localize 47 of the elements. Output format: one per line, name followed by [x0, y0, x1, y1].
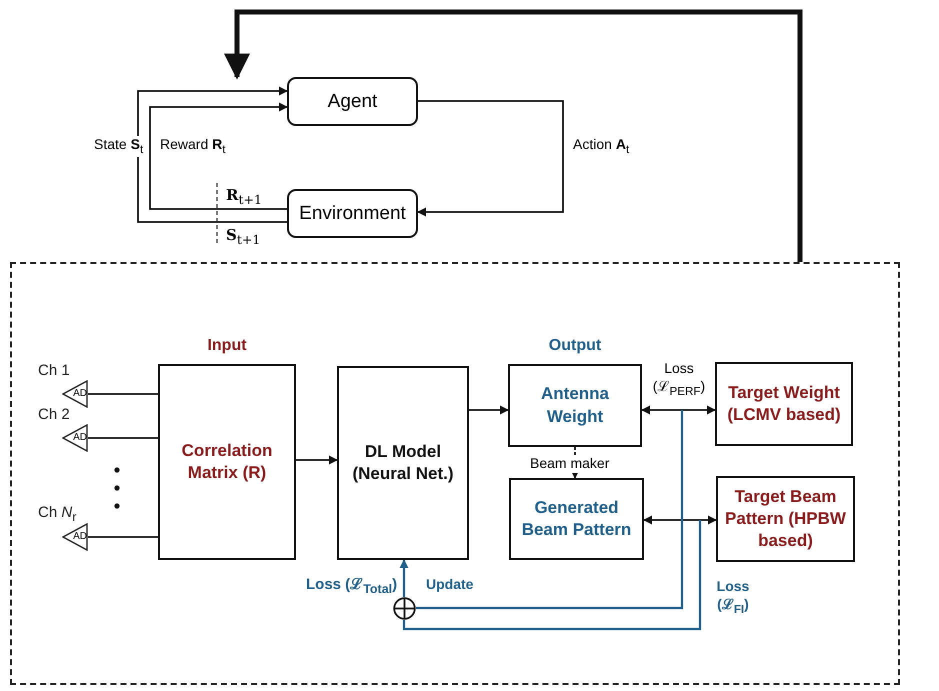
- arrow: [469, 406, 509, 414]
- converter-triangle: [62, 380, 88, 408]
- arrow: [296, 456, 338, 464]
- converter-label: AD: [73, 531, 87, 542]
- arrow: [641, 406, 716, 414]
- block-heading: Output: [548, 337, 602, 355]
- process-box: [287, 189, 418, 238]
- connector-line: [416, 410, 684, 610]
- arrow: [137, 86, 288, 223]
- signal-label: S$_{t+1}$: [226, 226, 260, 247]
- converter-triangle: [62, 523, 88, 551]
- edge-label: Update: [424, 576, 476, 594]
- connector-line: [88, 536, 158, 538]
- arrow: [149, 102, 288, 210]
- process-box: [287, 77, 418, 126]
- edge-label: State S$_{t}$: [92, 136, 146, 158]
- node-caption: Ch 1: [38, 362, 70, 379]
- arrow: [224, 10, 802, 262]
- dashed-frame: [10, 262, 900, 685]
- box-label: Correlation Matrix (R): [180, 440, 274, 484]
- arrow: [400, 559, 408, 597]
- summing-junction: [393, 597, 416, 620]
- box-label: Environment: [299, 202, 406, 224]
- connector-line: [88, 393, 158, 395]
- node-caption: Ch N$_{r}$: [38, 504, 76, 524]
- process-box: [716, 476, 855, 562]
- box-label: Target Beam Pattern (HPBW based): [724, 486, 847, 552]
- block-heading: Input: [206, 337, 248, 355]
- box-label: Generated Beam Pattern: [520, 496, 632, 541]
- arrow: [417, 100, 564, 216]
- box-label: DL Model (Neural Net.): [351, 440, 455, 485]
- box-label: Target Weight (LCMV based): [726, 382, 842, 426]
- signal-label: R$_{t+1}$: [226, 186, 262, 207]
- process-box: [337, 366, 469, 560]
- process-box: [509, 478, 644, 560]
- arrow: [643, 516, 717, 524]
- connector-line: [88, 437, 158, 439]
- node-caption: Loss (ℒ$_{Total}$): [306, 575, 398, 596]
- converter-label: AD: [73, 388, 87, 399]
- box-label: Agent: [328, 90, 378, 112]
- converter-label: AD: [73, 432, 87, 443]
- connector-line: [402, 520, 702, 630]
- box-label: Antenna Weight: [540, 383, 610, 428]
- edge-label: Beam maker: [528, 455, 612, 472]
- process-box: [715, 362, 853, 446]
- converter-triangle: [62, 424, 88, 452]
- node-caption: Ch 2: [38, 406, 70, 423]
